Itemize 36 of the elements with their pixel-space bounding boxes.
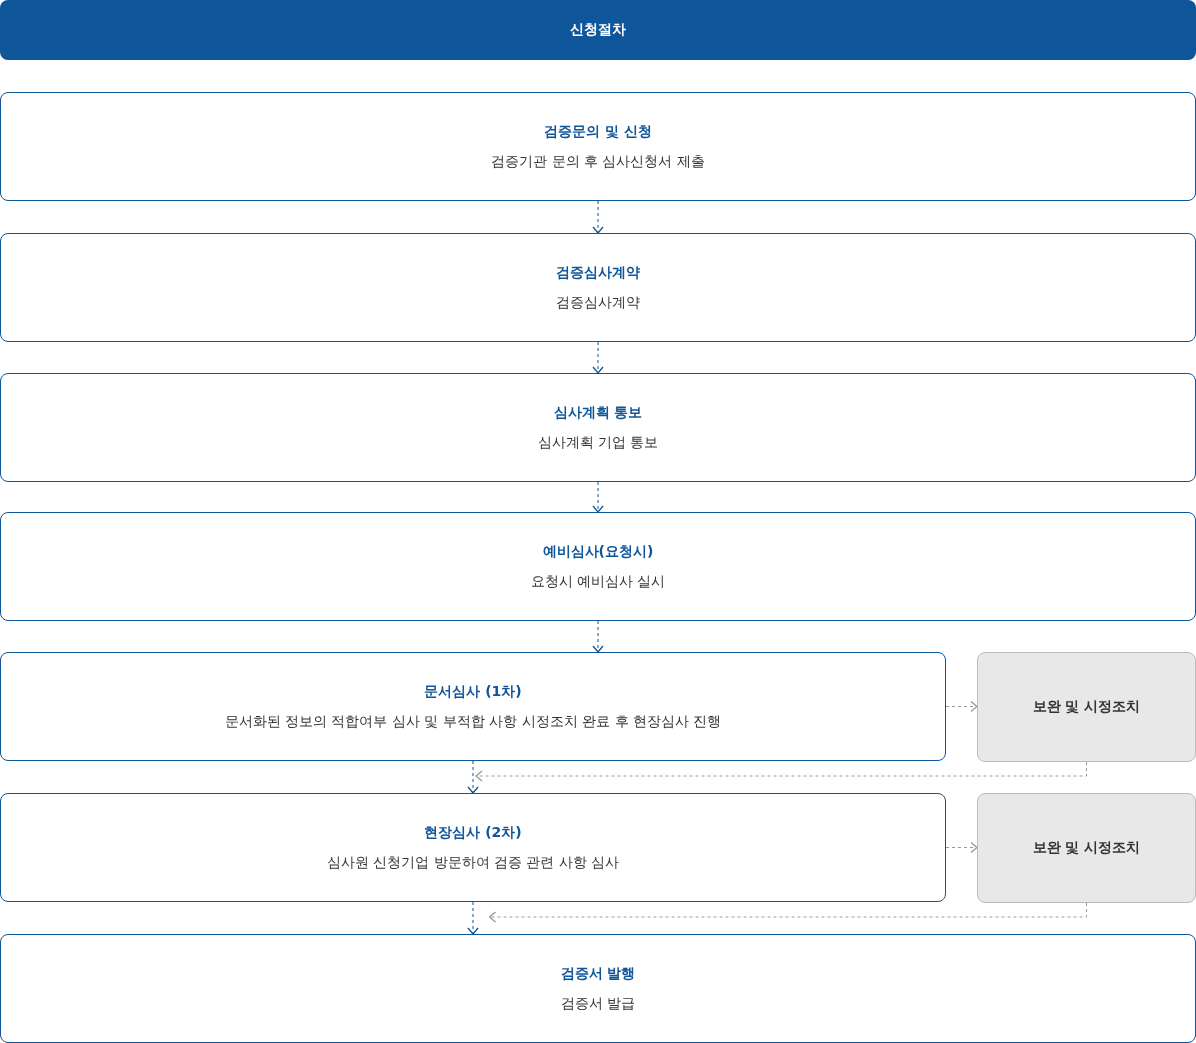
process-box [0, 233, 1196, 342]
step-description: 검증심사계약 [556, 293, 640, 312]
step-description: 문서화된 정보의 적합여부 심사 및 부적합 사항 시정조치 완료 후 현장심사 진행 [224, 712, 722, 731]
arrow [488, 902, 1087, 923]
step-description: 심사원 신청기업 방문하여 검증 관련 사항 심사 [326, 853, 620, 872]
arrow [467, 901, 479, 935]
process-box [0, 934, 1196, 1043]
step-title: 검증문의 및 신청 [544, 122, 652, 141]
step-title: 보완 및 시정조치 [1032, 698, 1141, 716]
step-title: 심사계획 통보 [553, 403, 643, 422]
arrow [592, 200, 604, 234]
action-box [977, 793, 1196, 903]
step-title: 예비심사(요청시) [542, 542, 654, 561]
action-box [977, 652, 1196, 762]
step-description: 심사계획 기업 통보 [537, 433, 659, 452]
process-box [0, 793, 946, 902]
process-box [0, 652, 946, 761]
step-title: 보완 및 시정조치 [1032, 839, 1141, 857]
process-box [0, 512, 1196, 621]
arrow [592, 481, 604, 513]
step-title: 현장심사 (2차) [424, 823, 522, 842]
arrow [945, 841, 978, 854]
arrow [467, 760, 479, 794]
process-box [0, 92, 1196, 201]
title-banner: 신청절차 [0, 0, 1196, 60]
arrow [592, 620, 604, 653]
step-description: 검증서 발급 [560, 994, 636, 1013]
step-description: 검증기관 문의 후 심사신청서 제출 [491, 152, 705, 171]
step-description: 요청시 예비심사 실시 [530, 572, 666, 591]
arrow [475, 761, 1087, 782]
step-title: 검증심사계약 [556, 263, 640, 282]
step-title: 검증서 발행 [560, 964, 636, 983]
arrow [945, 700, 978, 713]
step-title: 문서심사 (1차) [424, 682, 522, 701]
process-box [0, 373, 1196, 482]
arrow [592, 341, 604, 374]
